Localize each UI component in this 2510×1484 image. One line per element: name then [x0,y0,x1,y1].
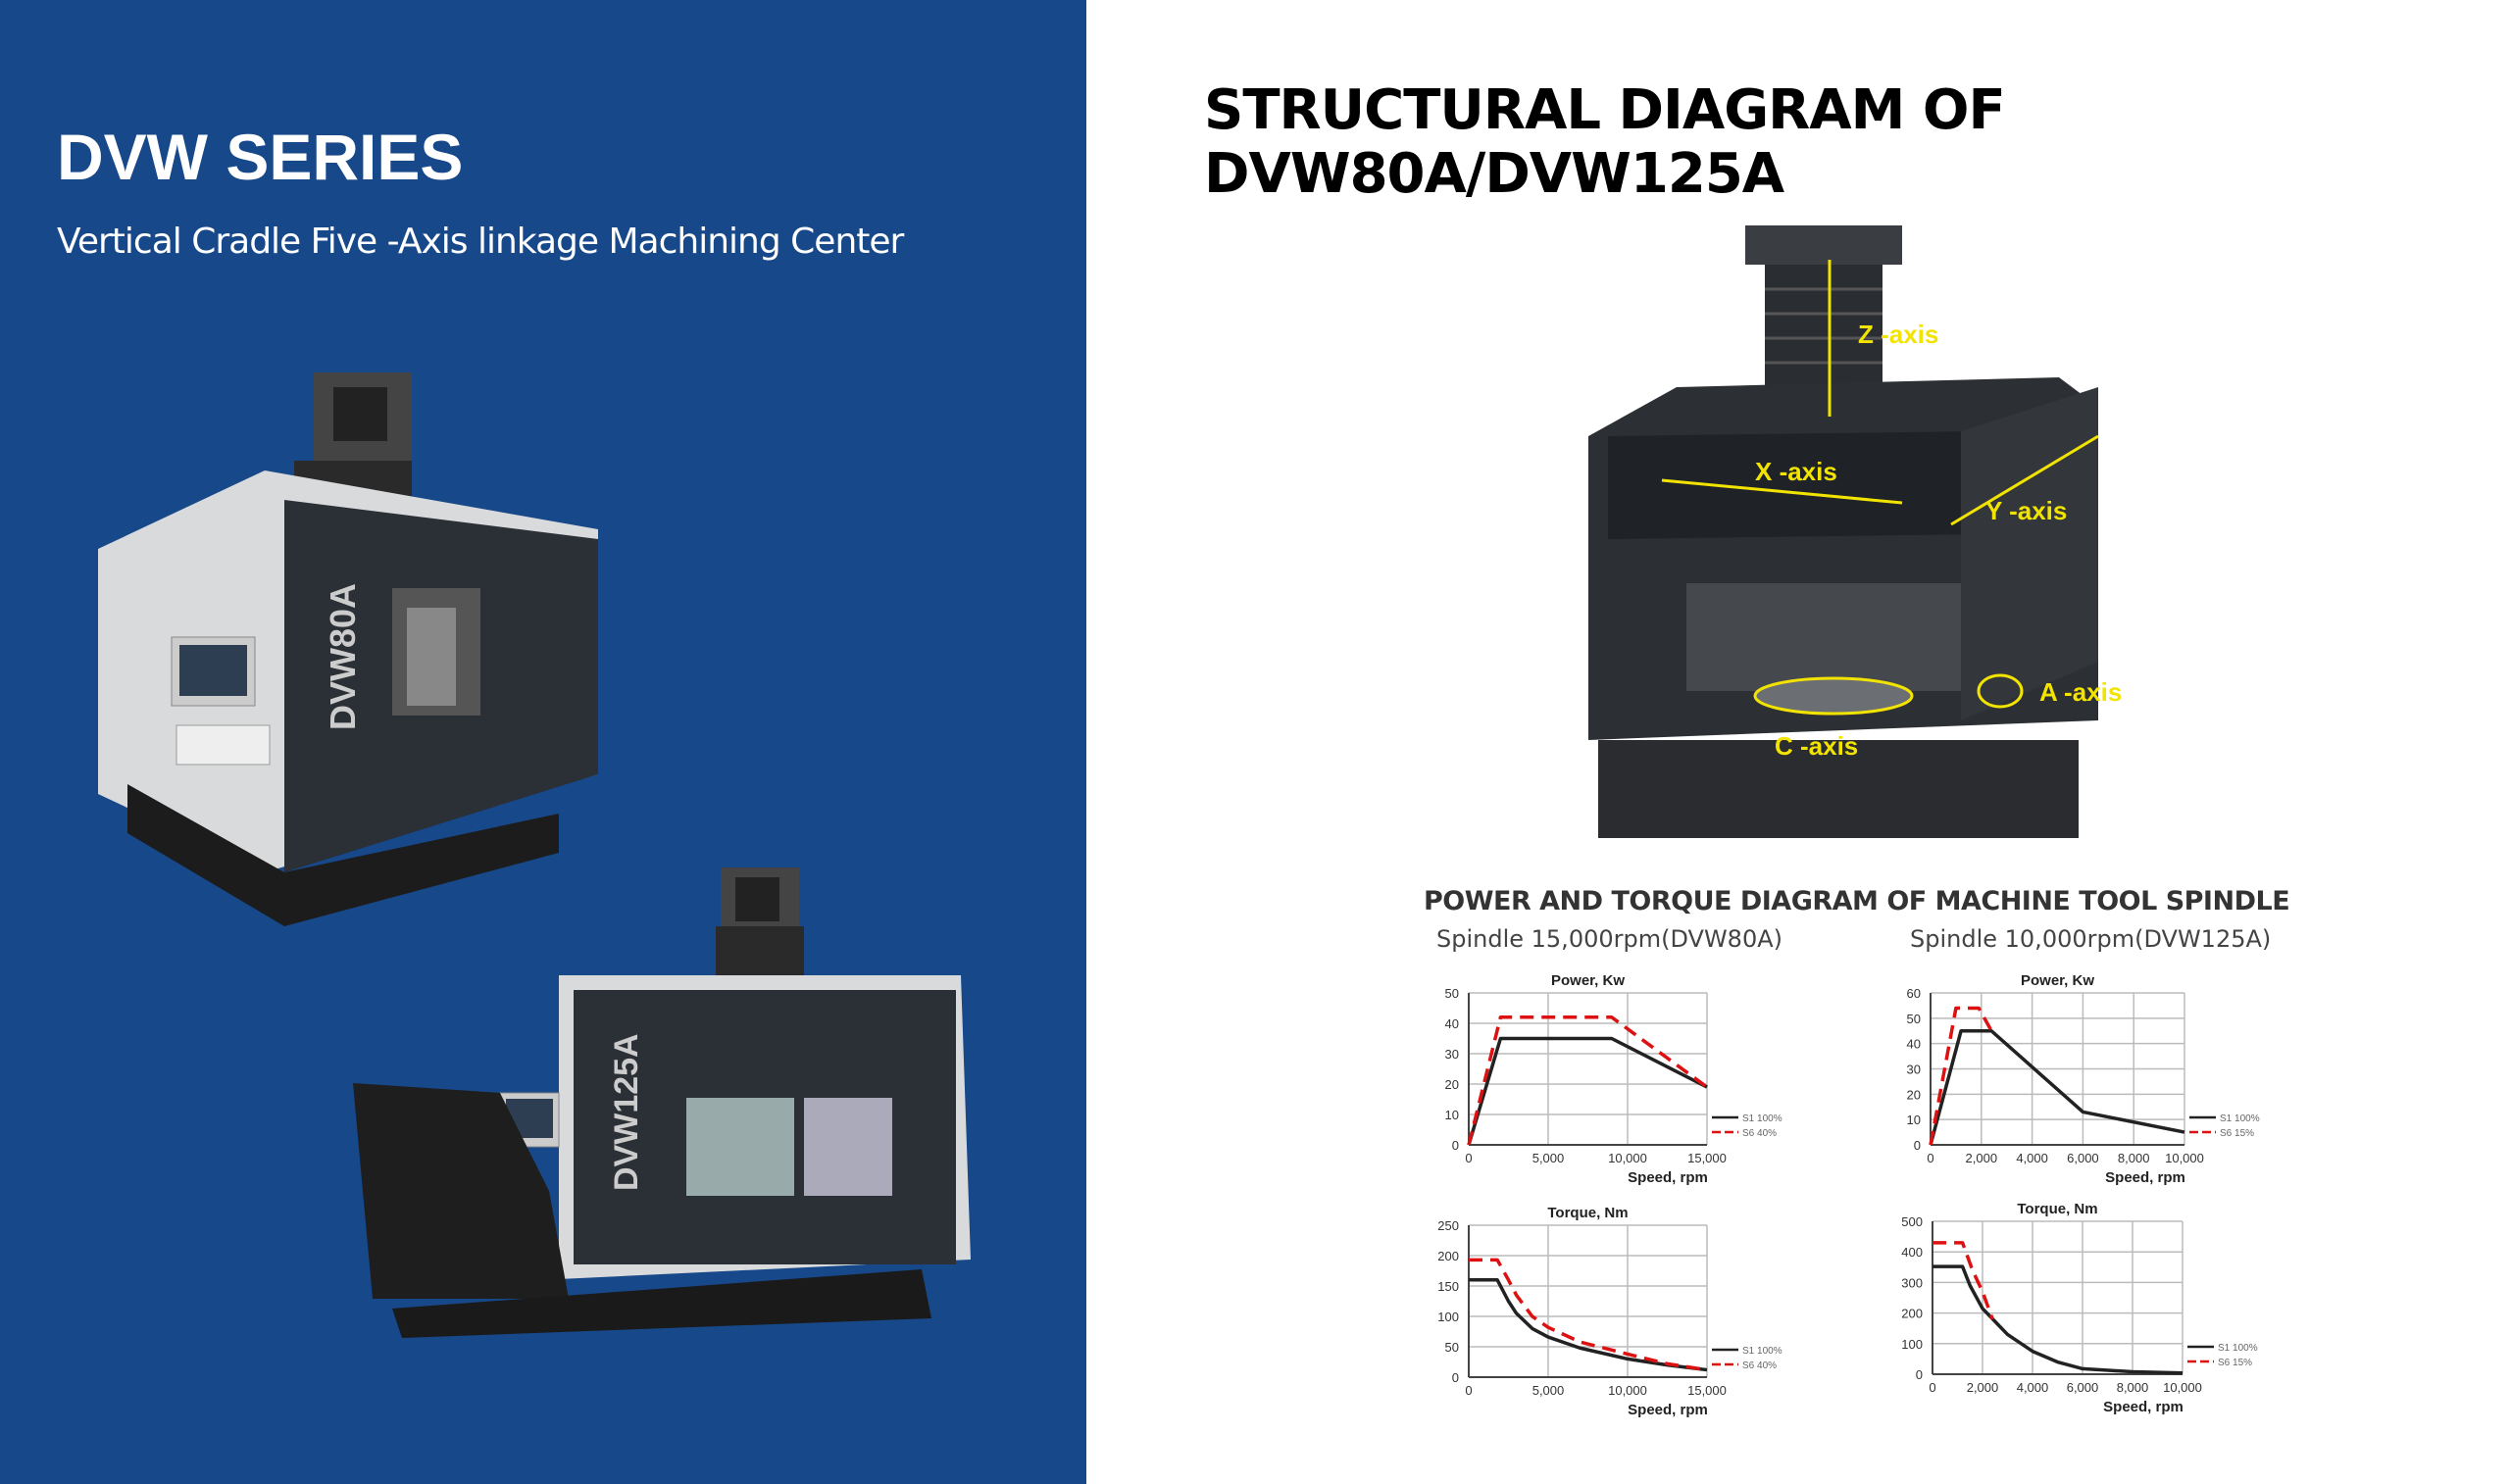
y-tick-label: 100 [1437,1310,1459,1324]
y-tick-label: 100 [1901,1337,1923,1352]
chart-1: 0 2,000 4,000 6,000 8,000 10,000 0 10 20 30 40 50 60… [1907,972,2260,1186]
left-panel: DVW SERIES Vertical Cradle Five -Axis li… [0,0,1086,1484]
x-axis-label: Speed, rpm [2105,1169,2185,1186]
x-tick-label: 4,000 [2016,1151,2048,1165]
x-tick-label: 10,000 [1608,1383,1647,1398]
y-tick-label: 400 [1901,1245,1923,1260]
x-tick-label: 10,000 [1608,1151,1647,1165]
legend-label: S6 15% [2220,1128,2254,1139]
x-tick-label: 0 [1927,1151,1933,1165]
x-tick-label: 0 [1465,1151,1472,1165]
y-tick-label: 0 [1916,1367,1923,1382]
legend-label: S6 40% [1742,1360,1777,1371]
machine1-label: DVW80A [323,583,363,730]
legend-label: S1 100% [2220,1113,2260,1124]
chart-title: Power, Kw [1551,972,1625,989]
x-tick-label: 6,000 [2067,1380,2099,1395]
series-line-s1100 [1467,1036,1708,1146]
x-tick-label: 0 [1929,1380,1935,1395]
y-tick-label: 500 [1901,1214,1923,1229]
y-tick-label: 300 [1901,1275,1923,1290]
x-axis-label: X -axis [1755,457,1837,486]
x-tick-label: 0 [1465,1383,1472,1398]
legend-label: S1 100% [2218,1343,2258,1354]
x-tick-label: 10,000 [2163,1380,2202,1395]
y-tick-label: 250 [1437,1218,1459,1233]
series-line-s1100 [1929,1029,2185,1146]
y-tick-label: 50 [1445,1340,1459,1355]
y-tick-label: 30 [1445,1047,1459,1062]
c-axis-label: C -axis [1775,731,1858,761]
y-tick-label: 50 [1445,986,1459,1001]
y-tick-label: 40 [1907,1037,1921,1052]
y-axis-label: Y -axis [1985,496,2067,525]
x-tick-label: 4,000 [2017,1380,2049,1395]
series-line-s640 [1467,1015,1709,1146]
spindle2-subtitle: Spindle 10,000rpm(DVW125A) [1910,925,2272,953]
machine-dvw80a-image: DVW80A [98,372,598,926]
y-tick-label: 40 [1445,1016,1459,1031]
legend-label: S6 15% [2218,1358,2252,1368]
y-tick-label: 30 [1907,1063,1921,1077]
y-tick-label: 50 [1907,1012,1921,1026]
x-tick-label: 8,000 [2118,1151,2150,1165]
chart-0: 0 5,000 10,000 15,000 0 10 20 30 40 50 Power, Kw Sp… [1445,972,1782,1186]
series-line-s1100 [1469,1278,1708,1372]
chart-title: Torque, Nm [1547,1205,1628,1221]
x-axis-label: Speed, rpm [1628,1402,1708,1418]
spindle1-subtitle: Spindle 15,000rpm(DVW80A) [1436,925,1782,953]
legend-label: S6 40% [1742,1128,1777,1139]
legend-label: S1 100% [1742,1346,1782,1357]
legend-label: S1 100% [1742,1113,1782,1124]
x-tick-label: 10,000 [2165,1151,2204,1165]
x-axis-label: Speed, rpm [2103,1399,2184,1415]
y-tick-label: 200 [1901,1307,1923,1321]
x-tick-label: 6,000 [2067,1151,2099,1165]
x-tick-label: 2,000 [1966,1151,1998,1165]
x-axis-label: Speed, rpm [1628,1169,1708,1186]
x-tick-label: 5,000 [1532,1383,1565,1398]
y-tick-label: 10 [1445,1108,1459,1122]
series-subtitle: Vertical Cradle Five -Axis linkage Machi… [57,222,904,262]
series-line-s1100 [1933,1264,2184,1375]
machine-dvw125a-image: DVW125A [353,867,971,1338]
y-tick-label: 150 [1437,1279,1459,1294]
z-axis-label: Z -axis [1858,320,1938,349]
machine2-label: DVW125A [608,1033,645,1191]
series-line-s615 [1929,1006,1993,1146]
series-title: DVW SERIES [57,121,464,193]
chart-title: Power, Kw [2021,972,2094,989]
chart-2: 0 5,000 10,000 15,000 0 50 100 150 200 250 Torque,… [1437,1205,1782,1418]
power-torque-title: POWER AND TORQUE DIAGRAM OF MACHINE TOOL… [1424,886,2290,916]
x-tick-label: 15,000 [1687,1151,1727,1165]
y-tick-label: 20 [1445,1077,1459,1092]
y-tick-label: 10 [1907,1113,1921,1127]
y-tick-label: 0 [1452,1138,1459,1153]
chart-3: 0 2,000 4,000 6,000 8,000 10,000 0 100 200 300 400… [1901,1201,2257,1415]
chart-title: Torque, Nm [2017,1201,2097,1217]
y-tick-label: 0 [1914,1138,1921,1153]
y-tick-label: 0 [1452,1370,1459,1385]
x-tick-label: 15,000 [1687,1383,1727,1398]
structural-diagram-title: STRUCTURAL DIAGRAM OF DVW80A/DVW125A [1204,78,2006,206]
y-tick-label: 60 [1907,986,1921,1001]
series-line-s640 [1469,1258,1708,1372]
a-axis-label: A -axis [2039,677,2122,707]
x-tick-label: 5,000 [1532,1151,1565,1165]
y-tick-label: 200 [1437,1249,1459,1263]
y-tick-label: 20 [1907,1087,1921,1102]
series-line-s615 [1933,1241,1994,1320]
x-tick-label: 2,000 [1967,1380,1999,1395]
x-tick-label: 8,000 [2117,1380,2149,1395]
structural-diagram: Z -axis X -axis Y -axis A -axis C -axis [1588,225,2122,838]
